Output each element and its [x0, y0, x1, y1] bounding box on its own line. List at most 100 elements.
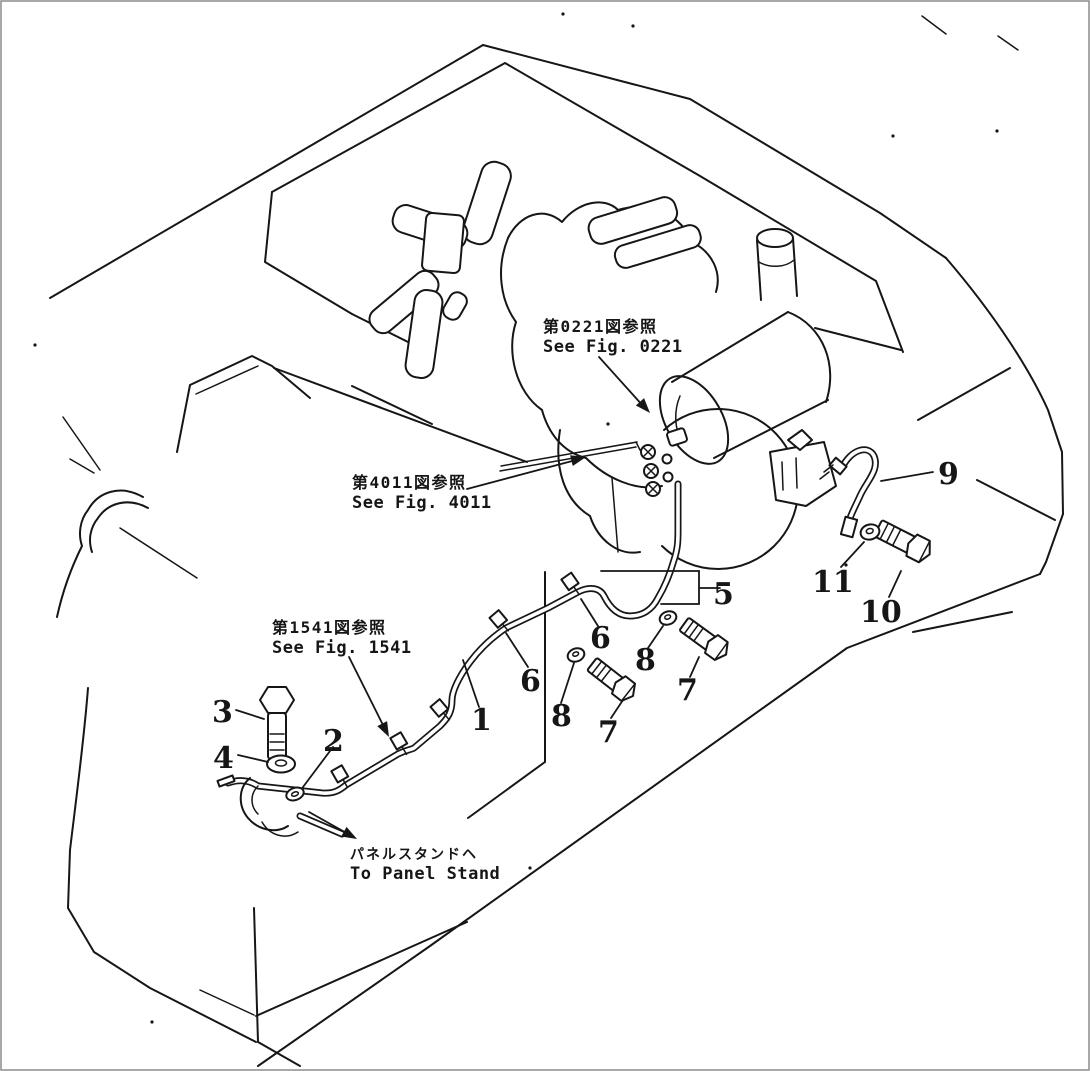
starter-detail-1	[781, 461, 784, 491]
leader-lines	[235, 356, 934, 839]
engine-shroud-top	[507, 201, 619, 239]
door-seam	[119, 527, 198, 579]
connector-rod-bottom	[499, 446, 637, 472]
starter-tab	[787, 429, 813, 451]
bolt10-threads	[879, 522, 902, 547]
bolt7l-threads	[591, 660, 612, 683]
bolt10-facet	[918, 540, 931, 564]
bracket-outline-1	[239, 777, 289, 832]
annotation-fig1541-jp: 第1541図参照	[272, 618, 387, 637]
connector-terminal	[645, 481, 661, 497]
callout-8b: 8	[635, 643, 656, 678]
fan-blade-5	[442, 291, 468, 321]
harness-clip	[330, 764, 350, 789]
muffler-right-cap	[787, 311, 832, 403]
washer8l-hole	[572, 651, 580, 657]
connector-rod-end	[635, 441, 641, 451]
callout-7a: 7	[598, 715, 619, 750]
speck	[528, 866, 532, 870]
top-right-dash-2	[997, 35, 1019, 51]
annotation-fig4011-en: See Fig. 4011	[352, 493, 492, 513]
wire9-terminal-bottom	[839, 515, 859, 539]
print-specks	[33, 12, 999, 1024]
callout-3: 3	[212, 695, 233, 730]
valve-cover-2	[613, 224, 702, 269]
annotation-fig0221-jp: 第0221図参照	[543, 317, 658, 336]
fan-blade-4	[404, 289, 444, 379]
callout-7b: 7	[677, 673, 698, 708]
connector-cluster	[640, 427, 688, 497]
exhaust-pipe-cap	[756, 228, 794, 248]
washer8r-hole	[664, 614, 672, 620]
leader-3	[235, 709, 265, 720]
starter-body	[769, 441, 837, 507]
arrowhead-fig1541	[377, 721, 389, 737]
door-bottom-seam	[255, 921, 468, 1017]
leader-10	[888, 570, 902, 598]
cooling-fan	[368, 160, 512, 379]
arrow-to-fig1541	[348, 656, 389, 737]
connector-block	[666, 427, 688, 447]
bolt7r-facet	[713, 641, 729, 661]
connector-terminal	[643, 463, 659, 479]
exhaust-pipe-band	[758, 259, 795, 267]
washer-part-4	[266, 754, 296, 774]
leader-4	[237, 754, 269, 763]
bolt3-shank	[267, 712, 287, 760]
wire-part-9	[819, 446, 879, 539]
opening-front-edge	[467, 571, 546, 819]
bolt7r-threads	[683, 620, 705, 642]
annotation-fig0221: 第0221図参照 See Fig. 0221	[543, 317, 683, 357]
exhaust-pipe-right	[792, 237, 798, 297]
body-right-edge	[945, 257, 1064, 575]
machine-body-outline	[49, 15, 1064, 1067]
callout-9: 9	[938, 457, 959, 492]
leader-2	[302, 746, 334, 788]
arrowhead-panel-stand	[341, 826, 357, 839]
speck	[891, 134, 895, 138]
connector-pin	[661, 453, 673, 465]
hood-opening-left-corner	[264, 191, 353, 315]
annotation-fig4011-jp: 第4011図参照	[352, 473, 467, 492]
callout-2: 2	[323, 724, 344, 759]
annotation-panel-stand: パネルスタンドヘ To Panel Stand	[350, 847, 500, 884]
speck	[561, 12, 565, 16]
callout-labels: 1 2 3 4 5 6 6 7 7 8 8 9 10 11	[212, 457, 959, 776]
annotation-fig1541: 第1541図参照 See Fig. 1541	[272, 618, 411, 658]
callout-1: 1	[471, 703, 492, 738]
bracket-outline-2	[251, 785, 259, 815]
speck	[150, 1020, 154, 1024]
door-top-thickness	[195, 365, 259, 395]
leader-1	[462, 659, 480, 708]
right-panel-seam-2	[976, 479, 1056, 521]
door-corner-seam	[199, 989, 255, 1016]
panel-bracket	[216, 774, 346, 838]
door-top-corner	[176, 355, 311, 453]
engine-lower-outline	[541, 409, 663, 489]
hood-opening-inner-edge	[271, 62, 904, 353]
washer-part-8-left	[566, 647, 586, 663]
bracket-slot	[285, 786, 305, 802]
door-left-edge	[67, 687, 257, 1043]
engine-rear-bracket	[611, 477, 619, 553]
harness-clip	[389, 731, 409, 756]
annotation-fig0221-en: See Fig. 0221	[543, 337, 683, 357]
bolt-part-7-left	[586, 657, 637, 702]
wiring-harness-group	[216, 427, 879, 838]
leader-8a	[560, 662, 575, 704]
washer-part-11	[859, 523, 881, 541]
leader-6b	[580, 598, 599, 627]
leader-9	[880, 471, 934, 482]
arrowhead-fig4011	[570, 455, 586, 466]
speck	[844, 563, 848, 567]
washer8l-outer	[566, 647, 586, 663]
washer4-hole	[274, 759, 288, 767]
harness-end-cap	[216, 774, 236, 788]
leader-6a	[505, 632, 529, 668]
callout-6b: 6	[590, 621, 611, 656]
washer11-hole	[865, 527, 874, 535]
speck	[33, 343, 37, 347]
callout-4: 4	[213, 741, 234, 776]
